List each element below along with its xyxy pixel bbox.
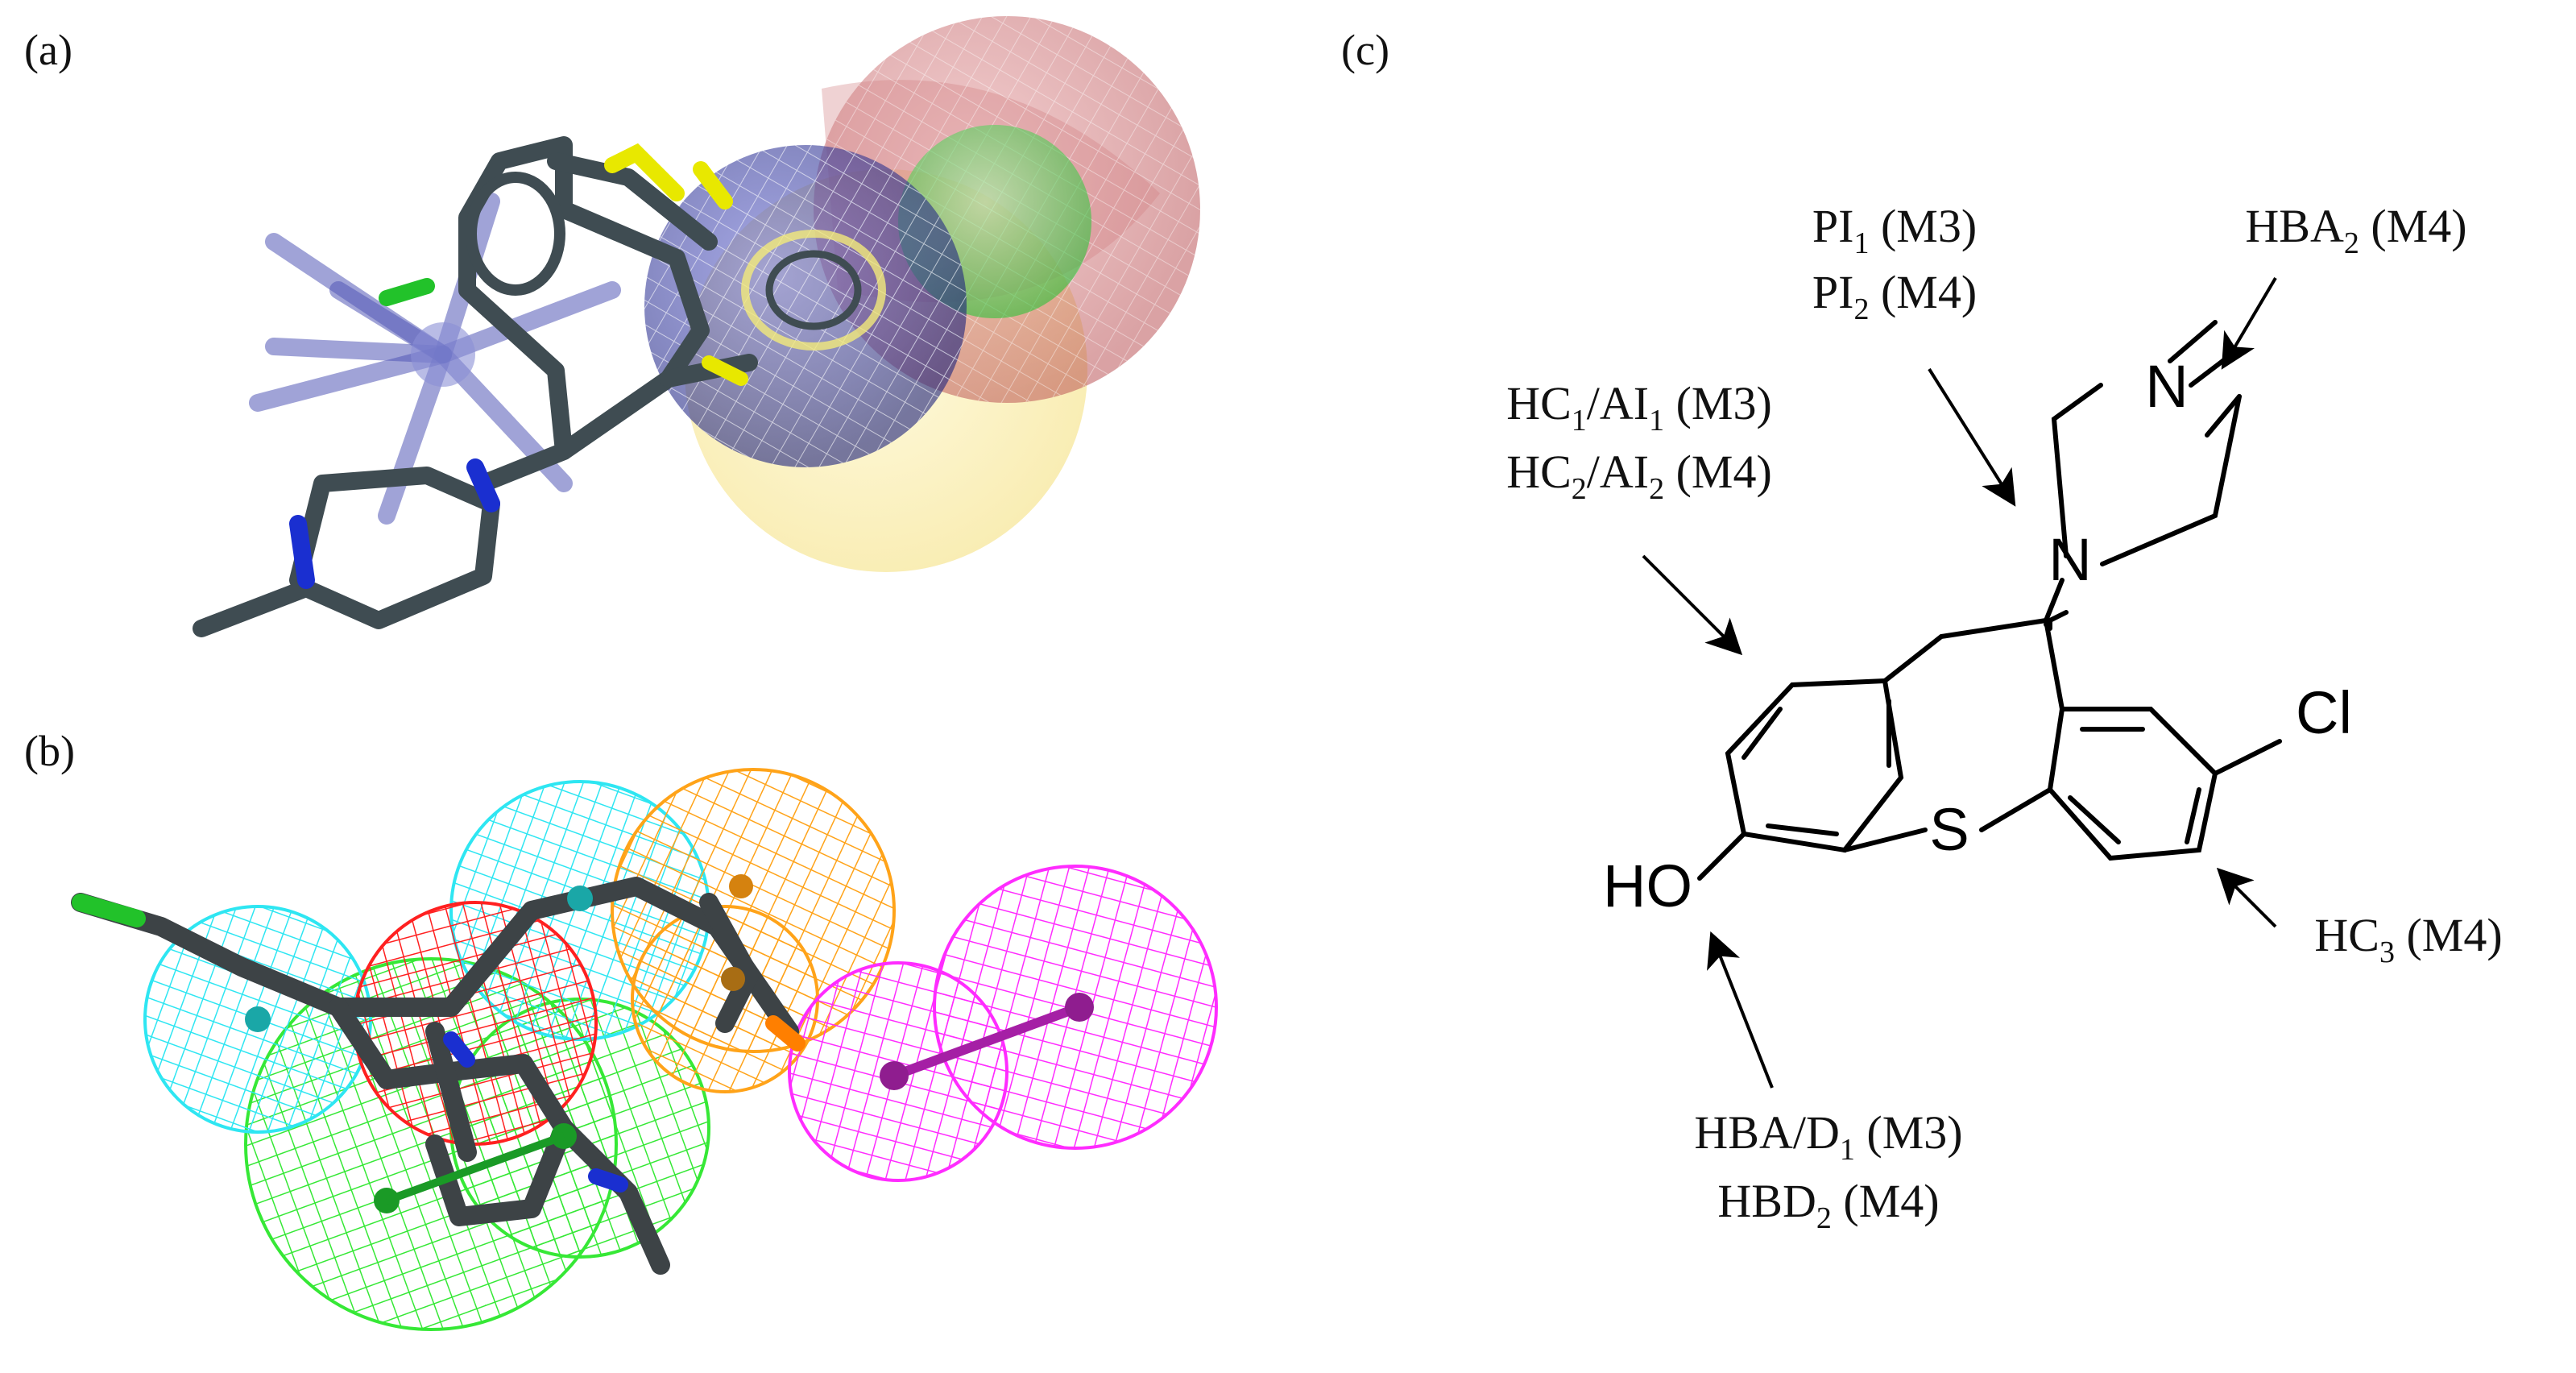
panel-c-arrows — [1642, 276, 2277, 1089]
label-hba-hbd: HBA/D1 (M3) HBD2 (M4) — [1694, 1106, 1962, 1235]
arrow-pi — [1928, 367, 2016, 507]
label-hba2: HBA2 (M4) — [2245, 200, 2466, 260]
panel-b: (b) — [24, 727, 1218, 1331]
label-hc3-text: HC3 (M4) — [2314, 909, 2502, 969]
arrow-hba2 — [2221, 276, 2277, 370]
label-hc-ai-2: HC2/AI2 (M4) — [1506, 446, 1772, 506]
atom-n-top: N — [2145, 353, 2188, 420]
panel-b-molecule — [71, 874, 1094, 1275]
arrow-hc3 — [2216, 867, 2277, 928]
label-pi: PI1 (M3) PI2 (M4) — [1812, 200, 1977, 326]
label-pi-2: PI2 (M4) — [1812, 266, 1977, 326]
panel-a-molecule — [193, 136, 758, 637]
atom-ho: HO — [1603, 852, 1692, 919]
label-hba-d1: HBA/D1 (M3) — [1694, 1106, 1962, 1167]
panel-c: (c) — [1341, 26, 2503, 1235]
aromatic-ring-grey — [765, 250, 862, 330]
panel-b-mesh-spheres — [143, 768, 1218, 1331]
panel-a-letter: (a) — [24, 26, 72, 74]
aromatic-ring-yellow — [741, 230, 886, 351]
atom-cl: Cl — [2296, 679, 2352, 746]
panel-c-letter: (c) — [1341, 26, 1389, 74]
panel-b-letter: (b) — [24, 727, 75, 775]
atom-n-bottom: N — [2048, 526, 2091, 593]
arrow-hba-hbd — [1707, 931, 1774, 1089]
atom-s: S — [1929, 796, 1969, 863]
label-hc-ai: HC1/AI1 (M3) HC2/AI2 (M4) — [1506, 377, 1772, 506]
label-hba2-text: HBA2 (M4) — [2245, 200, 2466, 260]
arrow-hc-ai — [1642, 554, 1743, 656]
label-hc3: HC3 (M4) — [2314, 909, 2502, 969]
label-hc-ai-1: HC1/AI1 (M3) — [1506, 377, 1772, 438]
label-pi-1: PI1 (M3) — [1812, 200, 1977, 260]
panel-a: (a) — [24, 16, 1200, 637]
blue-sphere-mesh — [644, 145, 967, 467]
label-hbd2: HBD2 (M4) — [1717, 1175, 1939, 1235]
panel-a-spheres — [644, 16, 1200, 572]
panel-c-structure: N N Cl S HO — [1603, 320, 2352, 919]
vector-center — [411, 322, 475, 387]
